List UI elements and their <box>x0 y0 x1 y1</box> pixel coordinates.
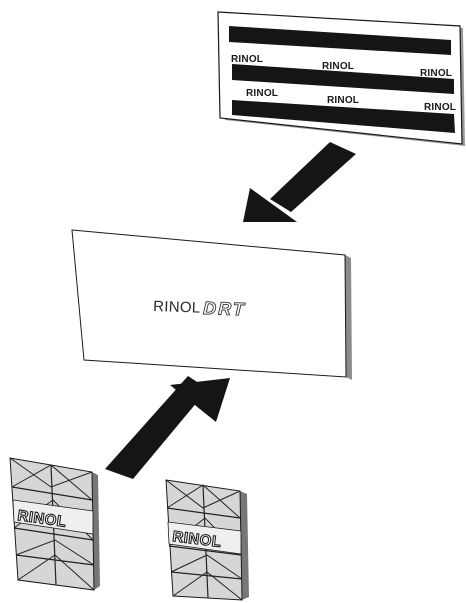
strip-label: RINOL <box>322 61 354 72</box>
arrow-shaft <box>270 142 356 212</box>
tile-pattern <box>166 484 241 519</box>
tile-grid-line <box>11 486 93 501</box>
tile-pattern <box>17 554 95 591</box>
tile-label-band <box>12 499 94 535</box>
down-left-arrow <box>243 142 356 222</box>
middle-panel-side <box>345 255 352 380</box>
top-panel: RINOL RINOL RINOL RINOL RINOL RINOL <box>217 11 465 146</box>
right-tile: RINOL <box>165 479 249 601</box>
left-tile: RINOL <box>9 457 100 591</box>
tile-label-band <box>167 521 242 555</box>
strip-label: RINOL <box>327 95 359 106</box>
tile-pattern <box>170 554 243 580</box>
arrow-head <box>243 188 297 222</box>
strip-label: RINOL <box>246 88 278 99</box>
tile-grid-line <box>170 571 243 580</box>
strip-label: RINOL <box>420 68 452 79</box>
strip-label: RINOL <box>231 54 263 65</box>
up-right-arrow <box>105 376 230 479</box>
black-strip <box>229 26 451 55</box>
tile-pattern <box>165 479 241 509</box>
tile-grid-line <box>168 545 242 556</box>
middle-panel: RINOL DRT <box>71 229 352 380</box>
product-name: DRT <box>203 298 246 319</box>
tile-grid-line <box>13 527 94 541</box>
black-strip <box>232 64 454 94</box>
tile-grid-line <box>166 507 241 519</box>
arrow-shaft <box>105 376 208 479</box>
tile-label: RINOL <box>172 528 223 551</box>
arrow-head <box>170 378 230 422</box>
brand-name: RINOL <box>153 298 201 317</box>
tile-pattern <box>172 571 243 601</box>
tile-pattern <box>11 464 93 501</box>
tile-side <box>240 491 249 600</box>
middle-panel-board <box>71 229 347 378</box>
tile-grid-line <box>15 554 95 566</box>
tile-pattern <box>9 457 93 488</box>
strip-label: RINOL <box>424 102 456 113</box>
black-strip <box>232 100 455 133</box>
tile-pattern <box>15 539 95 566</box>
